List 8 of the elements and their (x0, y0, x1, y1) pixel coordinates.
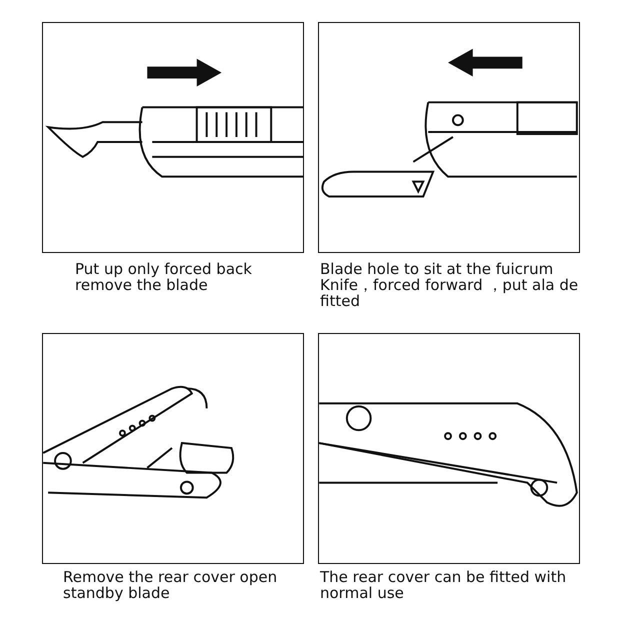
panel-caption: Put up only forced back remove the blade (75, 261, 253, 293)
panel-caption: Remove the rear cover open standby blade (63, 569, 278, 601)
illustration-panel (318, 22, 580, 253)
illustration-panel (318, 333, 580, 564)
panel-caption: The rear cover can be fitted with normal use (320, 569, 568, 601)
illustration-panel (42, 333, 304, 564)
illustration-panel (42, 22, 304, 253)
panel-caption: Blade hole to sit at the fuicrum Knife，forced forward ，put ala de fitted (320, 261, 580, 309)
